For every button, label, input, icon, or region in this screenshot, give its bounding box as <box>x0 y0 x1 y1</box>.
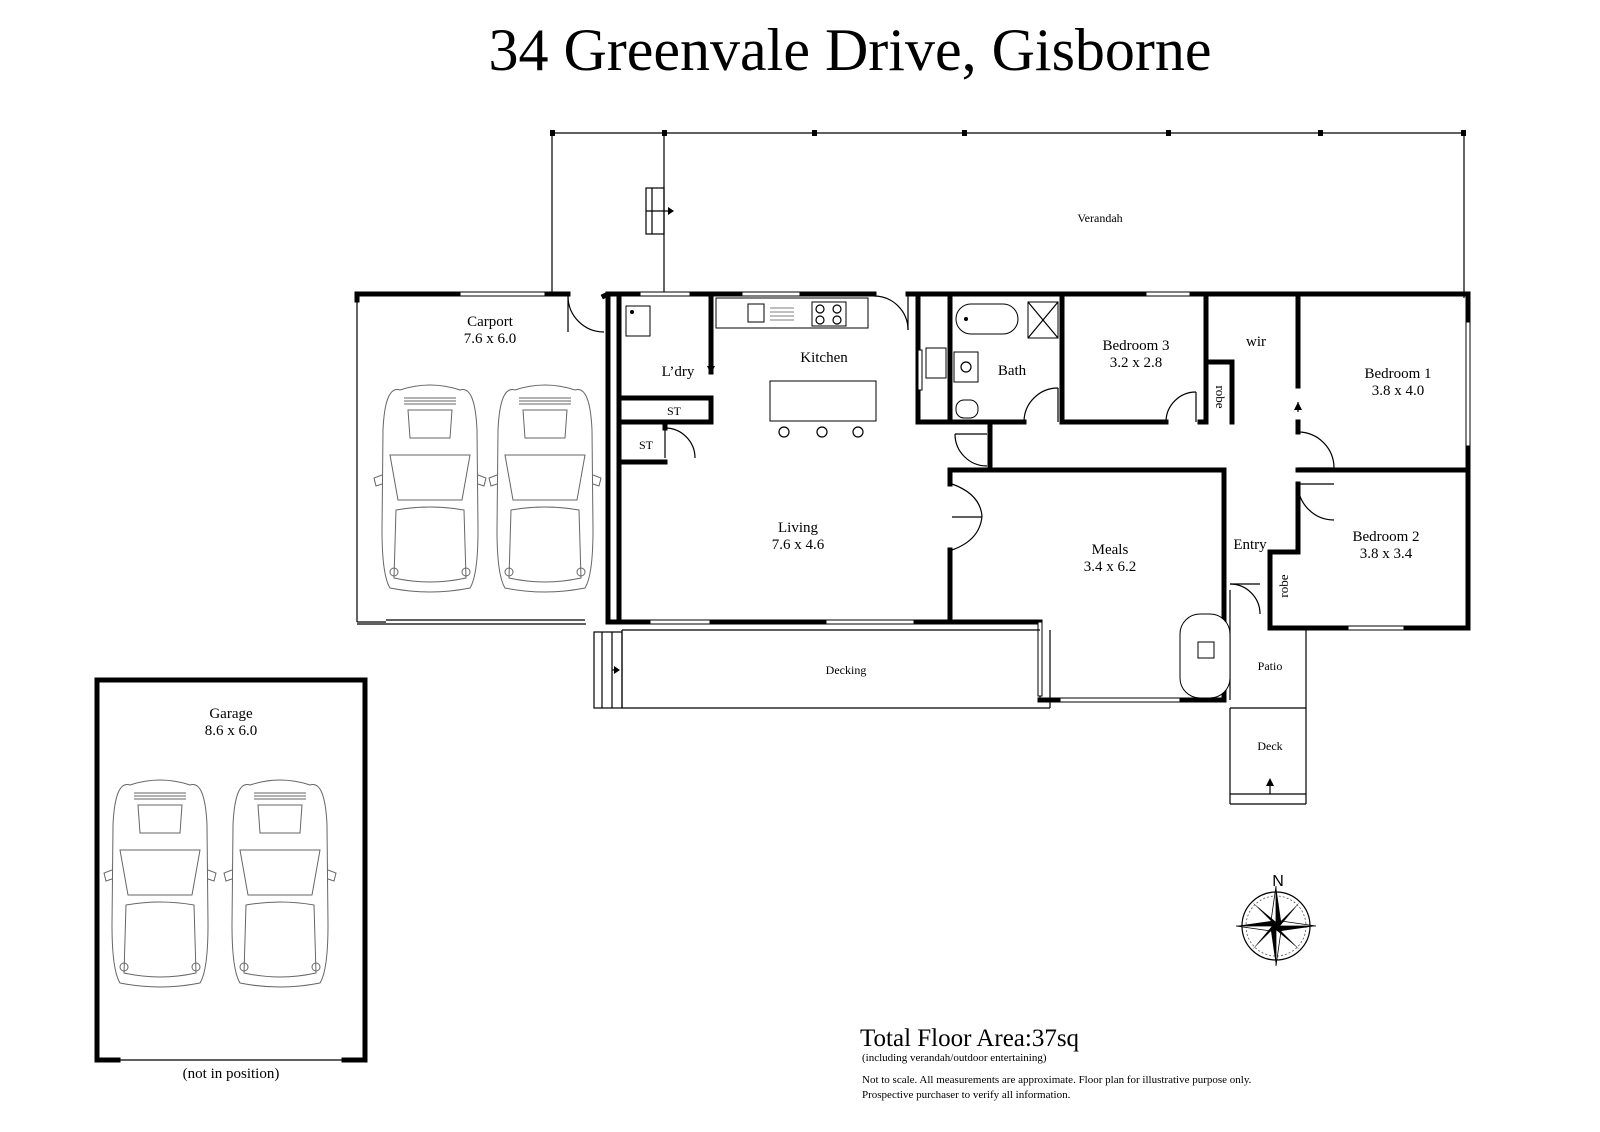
carport <box>354 291 605 625</box>
patio-deck <box>1229 628 1307 805</box>
page-title: 34 Greenvale Drive, Gisborne <box>488 17 1211 83</box>
carport-dims: 7.6 x 6.0 <box>464 331 517 347</box>
decking-label: Decking <box>826 663 867 677</box>
disclaimer-line-1: Not to scale. All measurements are appro… <box>862 1074 1252 1086</box>
garage-dims: 8.6 x 6.0 <box>205 723 258 739</box>
patio-label: Patio <box>1258 659 1283 673</box>
robe2-label: robe <box>1276 574 1291 597</box>
store1-label: ST <box>667 404 682 418</box>
bedroom1-dims: 3.8 x 4.0 <box>1372 383 1425 399</box>
total-floor-area: Total Floor Area:37sq <box>860 1025 1080 1052</box>
bedroom2-dims: 3.8 x 3.4 <box>1360 546 1413 562</box>
robe1-label: robe <box>1213 385 1228 408</box>
living-dims: 7.6 x 4.6 <box>772 537 825 553</box>
wir-label: wir <box>1246 334 1266 350</box>
decking <box>593 629 1051 709</box>
bath-label: Bath <box>998 363 1027 379</box>
windows <box>639 291 1471 703</box>
laundry-label: L’dry <box>662 364 695 380</box>
entry-label: Entry <box>1233 537 1267 553</box>
house-walls <box>600 291 1471 703</box>
living-label: Living <box>778 520 818 536</box>
garage-label: Garage <box>209 706 253 722</box>
deck-label: Deck <box>1257 739 1282 753</box>
doors <box>664 295 1335 615</box>
carport-label: Carport <box>467 314 514 330</box>
disclaimer-line-2: Prospective purchaser to verify all info… <box>862 1089 1071 1101</box>
fixtures <box>625 297 1231 699</box>
bedroom3-label: Bedroom 3 <box>1102 338 1169 354</box>
verandah-label: Verandah <box>1077 211 1122 225</box>
bedroom1-label: Bedroom 1 <box>1364 366 1431 382</box>
bedroom2-label: Bedroom 2 <box>1352 529 1419 545</box>
meals-label: Meals <box>1092 542 1129 558</box>
bedroom3-dims: 3.2 x 2.8 <box>1110 355 1163 371</box>
compass-icon <box>1235 885 1317 967</box>
meals-dims: 3.4 x 6.2 <box>1084 559 1137 575</box>
area-note: (including verandah/outdoor entertaining… <box>862 1052 1047 1064</box>
garage <box>94 677 368 1063</box>
compass-north-label: N <box>1272 873 1284 890</box>
kitchen-label: Kitchen <box>800 350 848 366</box>
garage-note: (not in position) <box>183 1066 280 1082</box>
verandah <box>550 130 1466 298</box>
store2-label: ST <box>639 438 654 452</box>
